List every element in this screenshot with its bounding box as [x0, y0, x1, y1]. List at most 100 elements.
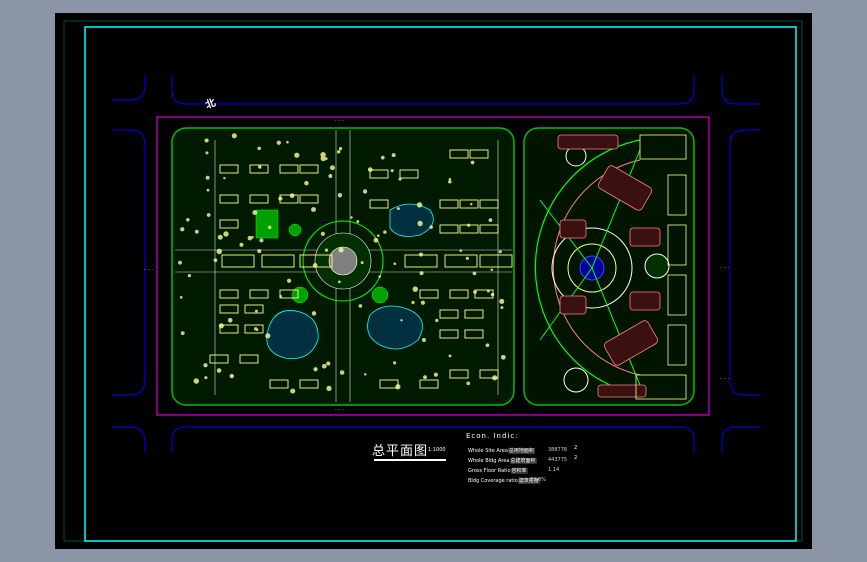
tree [206, 213, 211, 217]
svg-text:· · · ·: · · · · [144, 267, 153, 272]
svg-text:· · · ·: · · · · [335, 118, 344, 123]
tree [391, 153, 396, 158]
tree [465, 256, 469, 260]
tree [490, 268, 494, 272]
building-block [279, 164, 299, 174]
tree [279, 294, 282, 298]
building-block [219, 219, 239, 229]
building-block [261, 254, 295, 268]
tree [253, 327, 258, 331]
tree [294, 152, 300, 158]
tree [257, 249, 262, 254]
tree [286, 278, 292, 283]
tree [227, 317, 233, 323]
building-block [221, 254, 255, 268]
tree [396, 207, 400, 211]
tree [239, 242, 244, 247]
tree [194, 229, 199, 234]
tree [229, 373, 234, 379]
tree [278, 196, 283, 201]
tree [218, 323, 224, 329]
tree [492, 375, 498, 381]
tree [312, 263, 318, 268]
econ-row-site-area: Whole Site Area总用地面积 388778 2 [468, 445, 578, 454]
tree [251, 235, 254, 239]
tree [289, 193, 295, 199]
tree [417, 220, 423, 227]
econ-row-floor-ratio: Gross Floor Ratio容积率 1.14 [468, 467, 560, 474]
building-block [219, 164, 239, 174]
dimension-marks: · · · · · · · · · · · · · · · · · · · · [144, 118, 729, 412]
tree [485, 343, 490, 348]
building-block [399, 169, 419, 179]
tree [383, 230, 387, 234]
tree [393, 361, 397, 365]
tree [180, 331, 185, 336]
tree [448, 179, 452, 184]
tree [400, 319, 403, 322]
tree [380, 155, 385, 160]
building-block [459, 199, 479, 209]
tree [448, 354, 452, 358]
tree [203, 363, 208, 368]
econ-row-coverage: Bldg Coverage ratio建筑密度 23.8% [468, 477, 546, 484]
tree [416, 202, 423, 208]
tree [180, 227, 185, 232]
tree [423, 375, 427, 380]
building-block [449, 369, 469, 379]
building-block [299, 194, 319, 204]
building-block [219, 194, 239, 204]
tree [390, 169, 394, 173]
tree [421, 337, 426, 342]
building-block [449, 149, 469, 159]
drawing-title: 总平面图 [372, 444, 429, 459]
building-block [439, 329, 459, 339]
commercial-buildings [557, 134, 661, 398]
commercial-complex [534, 139, 670, 396]
building-block [219, 324, 239, 334]
tree [326, 361, 331, 366]
water-features [266, 203, 434, 359]
tree [231, 133, 237, 139]
tree [320, 231, 325, 236]
tree [223, 231, 229, 237]
tree [420, 300, 425, 305]
tree [178, 260, 182, 265]
building-block [279, 289, 299, 299]
building-block [479, 199, 499, 209]
tree [206, 188, 210, 192]
tree [435, 318, 439, 323]
tree [265, 333, 271, 339]
inner-frame [63, 20, 803, 542]
tree [467, 223, 471, 227]
tree [193, 378, 200, 384]
tree [338, 280, 341, 284]
tree [338, 146, 343, 151]
tree [356, 220, 360, 224]
tree [339, 370, 345, 375]
tree [313, 367, 318, 372]
tree [486, 289, 490, 293]
cad-drawing-area[interactable]: · · · · · · · · · · · · · · · · · · · · … [55, 13, 812, 549]
tree [459, 249, 463, 252]
tree [499, 298, 505, 304]
svg-text:· · · ·: · · · · [335, 407, 344, 412]
tree [498, 250, 502, 254]
commercial-east-row [635, 134, 687, 400]
econ-row-bldg-area: Whole Bldg Area总建筑面积 443775 2 [468, 455, 578, 464]
building-block [439, 309, 459, 319]
trees [178, 133, 506, 394]
tree [321, 363, 327, 369]
tree [290, 388, 296, 394]
tree [378, 275, 381, 278]
building-block [269, 379, 289, 389]
tree [419, 271, 424, 276]
tree [268, 225, 272, 230]
building-block [209, 354, 229, 364]
tree [337, 193, 343, 198]
tree [376, 234, 380, 238]
tree [448, 177, 452, 181]
tree [186, 218, 190, 222]
tree [360, 261, 364, 265]
tree [433, 372, 438, 377]
